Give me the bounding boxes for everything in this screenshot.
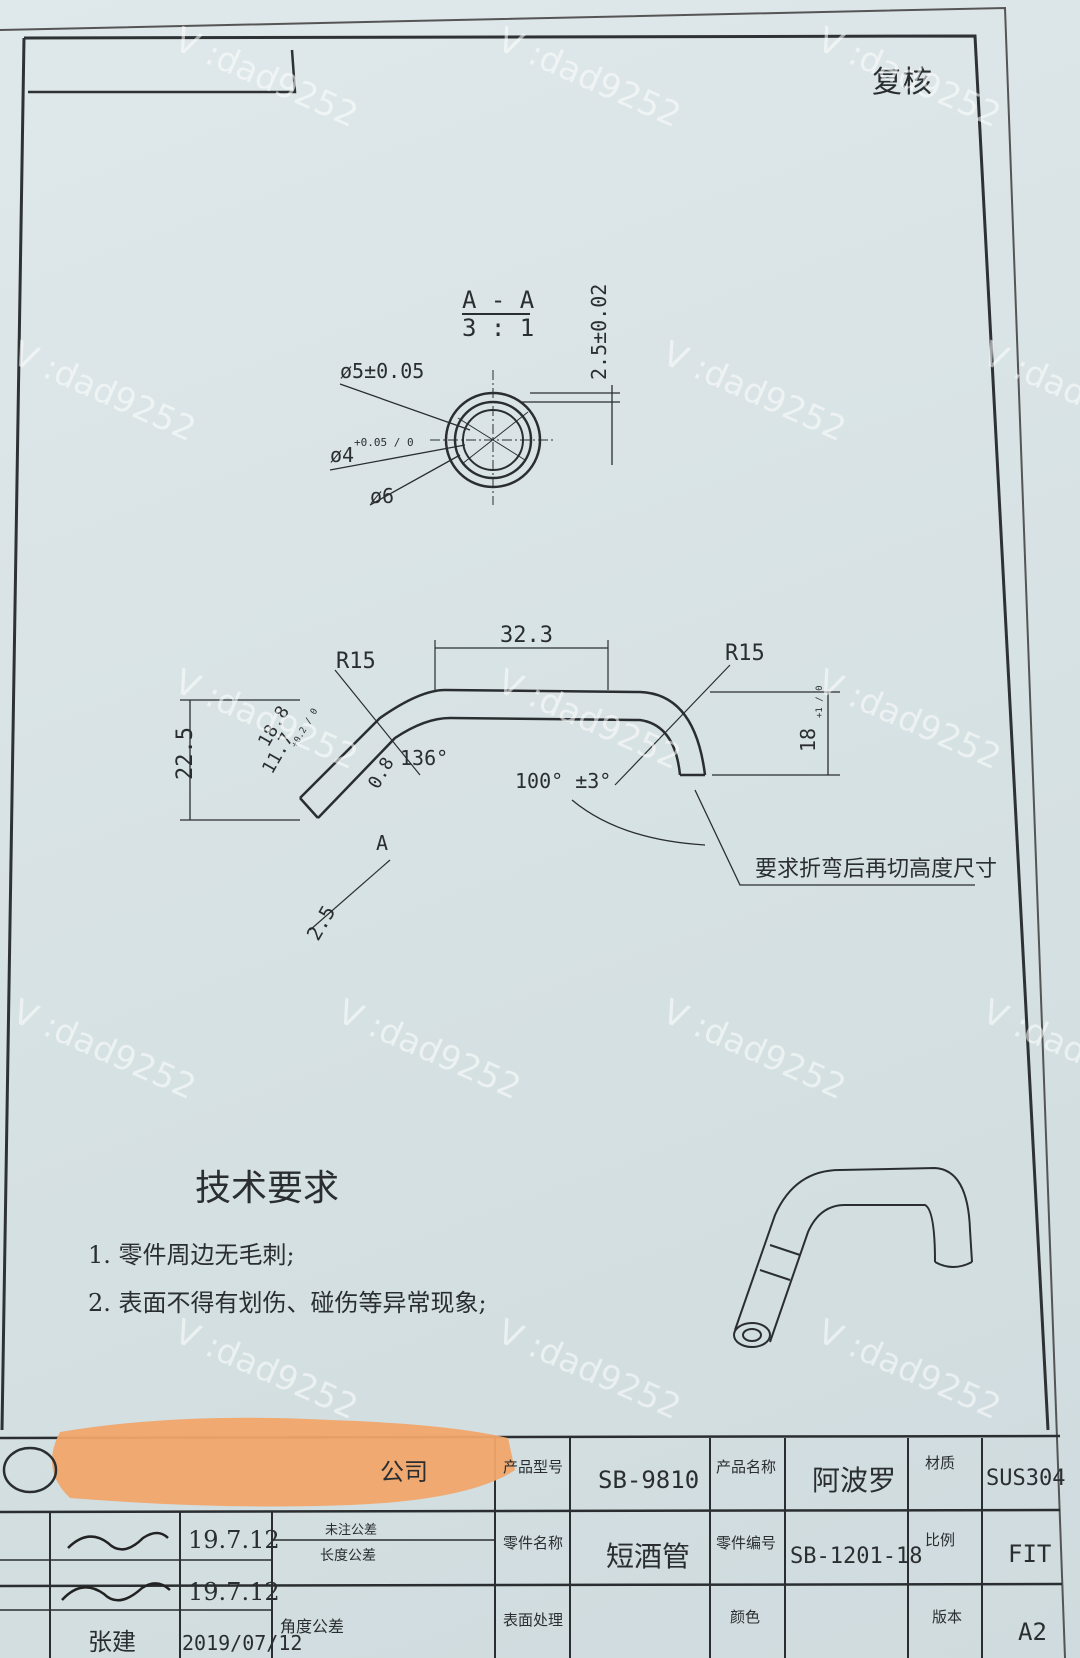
dim-id-tol: +0.05 / 0 [354,436,414,449]
company-name-partial: 公司 [380,1458,428,1486]
watermark: V :dad9252 [656,334,851,450]
bent-view: 32.3 R15 R15 136° 100° ±3° 22.5 18.8 11.… [173,623,997,945]
angle-tol: 角度公差 [280,1617,344,1636]
length-tol: 长度公差 [320,1548,376,1564]
drafter-name: 张建 [88,1628,136,1656]
dim-top-length: 32.3 [500,623,553,648]
watermark: V :dad9252 [976,334,1080,450]
product-model: SB-9810 [598,1466,699,1494]
material-label: 材质 [925,1454,955,1472]
version: A2 [1018,1618,1047,1646]
dim-wall: 0.8 [364,754,398,793]
product-name-label: 产品名称 [716,1458,776,1476]
watermark: V :dad9252 [656,992,851,1108]
dim-r-left: R15 [336,649,376,674]
dim-angle-left: 136° [400,746,448,770]
watermark: V :dad9252 [168,1312,363,1428]
watermark: V :dad9252 [331,992,526,1108]
watermark: V :dad9252 [491,1312,686,1428]
section-scale: 3 : 1 [462,314,534,342]
tech-item-2: 2. 表面不得有划伤、碰伤等异常现象; [88,1289,487,1317]
drawing-frame [23,34,1050,1431]
part-name-label: 零件名称 [503,1534,563,1552]
part-no: SB-1201-18 [790,1544,922,1569]
dim-end-length: 2.5 [302,901,341,944]
section-mark: A [376,831,388,855]
watermark: V :dad9252 [6,334,201,450]
tech-requirements: 技术要求 1. 零件周边无毛刺; 2. 表面不得有划伤、碰伤等异常现象; [88,1168,487,1317]
watermark: V :dad9252 [976,992,1080,1108]
watermark: V :dad9252 [6,992,201,1108]
dim-right-height: 18 [796,728,820,752]
dim-od-tol: ø5±0.05 [340,359,424,383]
product-name: 阿波罗 [812,1464,896,1497]
scale-label: 比例 [925,1531,955,1549]
dim-wall-height: 2.5±0.02 [587,284,611,380]
watermark: V :dad9252 [811,1312,1006,1428]
dim-r-right: R15 [725,641,765,666]
company-logo [2,1446,58,1494]
surface-label: 表面处理 [503,1611,563,1629]
corner-box [28,49,297,94]
title-block: 公司 19.7.12 19.7.12 张建 2019/07/12 未注公差 长度… [0,1417,1065,1658]
scale: FIT [1008,1540,1051,1568]
tech-item-1: 1. 零件周边无毛刺; [88,1241,295,1269]
dim-angle-main: 100° ±3° [515,769,611,793]
sign-date-2: 19.7.12 [188,1578,280,1606]
tube-3d-sketch [733,1166,973,1348]
corner-note: 复核 [872,65,932,100]
tol-header: 未注公差 [325,1523,377,1538]
signature-2 [61,1582,171,1602]
dim-od: ø6 [370,484,394,508]
part-no-label: 零件编号 [716,1534,776,1552]
dim-right-height-tol: +1 / 0 [815,685,825,718]
dim-id: ø4 [330,443,354,467]
color-label: 颜色 [730,1608,760,1626]
version-label: 版本 [932,1608,962,1626]
watermarks: V :dad9252 V :dad9252 V :dad9252 V :dad9… [6,20,1080,1428]
section-view: A - A 3 : 1 ø5±0.05 ø4 +0.05 / 0 ø6 2.5±… [329,284,620,508]
material: SUS304 [986,1466,1065,1491]
section-title: A - A [462,286,535,314]
bend-note: 要求折弯后再切高度尺寸 [755,857,997,882]
tech-title: 技术要求 [195,1168,339,1209]
product-model-label: 产品型号 [503,1458,563,1476]
watermark: V :dad9252 [811,662,1006,778]
part-name: 短酒管 [606,1540,690,1573]
drafter-date: 2019/07/12 [182,1631,302,1655]
dim-total-height: 22.5 [173,727,198,780]
signature-1 [67,1531,169,1551]
sign-date-1: 19.7.12 [188,1526,280,1554]
